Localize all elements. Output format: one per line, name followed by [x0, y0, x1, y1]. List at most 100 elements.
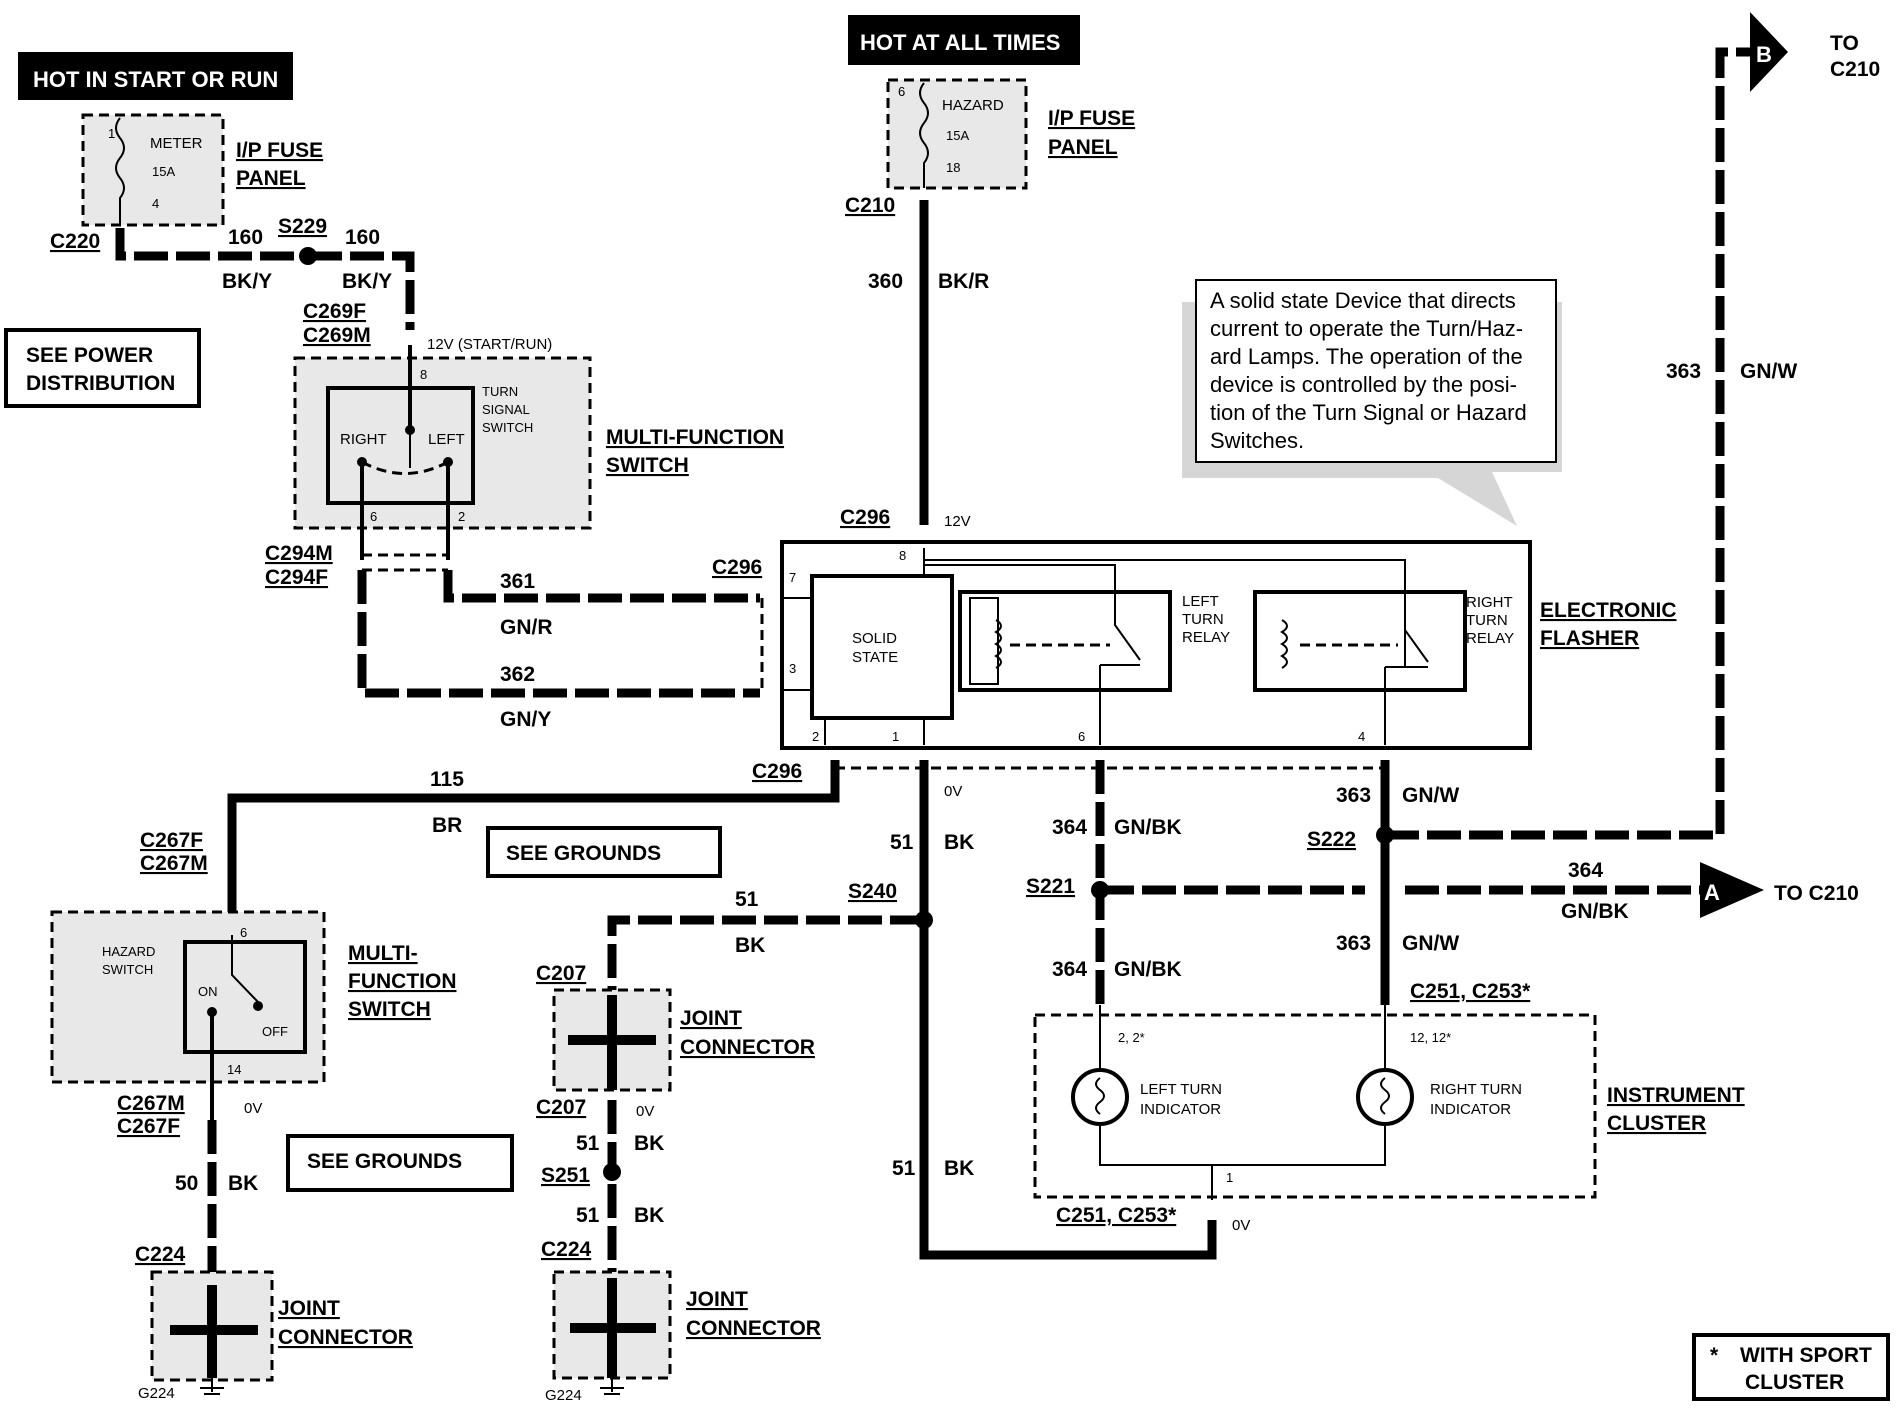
wire-160-right [308, 251, 415, 330]
hot-start-run-text: HOT IN START OR RUN [33, 67, 278, 92]
wire-51-main [919, 760, 1217, 1260]
hazard-switch-box [183, 940, 307, 1054]
right-indicator-text2: INDICATOR [1430, 1101, 1511, 1118]
mfs-bot-title1: MULTI- [348, 942, 418, 965]
gnwa-label: GN/W [1402, 784, 1459, 807]
gnr-label: GN/R [500, 616, 553, 639]
turn-sw-text3: SWITCH [482, 420, 533, 435]
s240-label: S240 [848, 880, 897, 903]
s221-label: S221 [1026, 875, 1075, 898]
hazard-fuse-name: HAZARD [942, 97, 1004, 114]
arrow-b-dest: C210 [1830, 58, 1880, 81]
arrow-b-letter: B [1756, 42, 1772, 67]
meter-fuse-name: METER [150, 135, 203, 152]
hazard-off-contact [253, 1001, 263, 1011]
hazard-pin-bottom: 18 [946, 160, 960, 175]
gny-label: GN/Y [500, 708, 551, 731]
arrow-a-letter: A [1704, 880, 1720, 905]
bkc-label: BK [944, 1157, 974, 1180]
c296a-label: C296 [712, 556, 762, 579]
c251-top-label: C251, C253* [1410, 980, 1531, 1003]
mfs-bot-title2: FUNCTION [348, 970, 457, 993]
joint-connector-c-cross [570, 1278, 656, 1378]
w363a-label: 363 [1336, 784, 1371, 807]
see-grounds-box-a[interactable] [486, 826, 722, 878]
w361-label: 361 [500, 570, 535, 593]
g224a-label: G224 [138, 1385, 175, 1402]
left-relay-text2: TURN [1182, 611, 1224, 628]
meter-pin-bottom: 4 [152, 196, 159, 211]
wire-160-left [115, 228, 308, 261]
ground-c-icon [600, 1378, 624, 1395]
note-line2: current to operate the Turn/Haz- [1210, 316, 1523, 341]
note-line1: A solid state Device that directs [1210, 288, 1516, 313]
c267m2-label: C267M [117, 1092, 185, 1115]
gnbkc-label: GN/BK [1561, 900, 1629, 923]
meter-fuse-rating: 15A [152, 164, 175, 179]
left-relay-coil [994, 619, 1002, 669]
g224b-label: G224 [545, 1387, 582, 1404]
br-label: BR [432, 814, 462, 837]
left-relay-text1: LEFT [1182, 593, 1219, 610]
see-grounds-text-b: SEE GROUNDS [307, 1150, 462, 1173]
s251-splice [603, 1163, 621, 1181]
hazard-pin-top: 6 [898, 84, 905, 99]
footnote-line2: CLUSTER [1745, 1371, 1844, 1394]
note-line6: Switches. [1210, 428, 1304, 453]
c267f2-label: C267F [117, 1115, 180, 1138]
mfs-top-title2: SWITCH [606, 454, 689, 477]
cluster-pin-right: 12, 12* [1410, 1030, 1451, 1045]
mfs-top-pin6: 6 [370, 509, 377, 524]
w51e-label: 51 [576, 1204, 600, 1227]
gnbkb-label: GN/BK [1114, 958, 1182, 981]
hazard-fuse-box [886, 78, 1028, 190]
bke-label: BK [634, 1204, 664, 1227]
flasher-pin2: 2 [812, 729, 819, 744]
mfs-top-pin2: 2 [458, 509, 465, 524]
cluster-title: INSTRUMENT [1607, 1084, 1745, 1107]
left-indicator-text2: INDICATOR [1140, 1101, 1221, 1118]
gnwb-label: GN/W [1402, 932, 1459, 955]
mfs-bot-title3: SWITCH [348, 998, 431, 1021]
s229-label: S229 [278, 215, 327, 238]
see-power-box[interactable] [4, 328, 201, 408]
cluster-title2: CLUSTER [1607, 1112, 1706, 1135]
arrow-a-text: TO C210 [1774, 882, 1859, 905]
note-box [1195, 279, 1557, 463]
s222-label: S222 [1307, 828, 1356, 851]
right-relay-coil [1280, 619, 1288, 669]
flasher-pin7: 7 [789, 570, 796, 585]
joint-c-text1: JOINT [686, 1288, 748, 1311]
flasher-pin8: 8 [899, 548, 906, 563]
w360-label: 360 [868, 270, 903, 293]
flasher-bus-right [924, 559, 1406, 668]
right-relay-text1: RIGHT [1466, 594, 1513, 611]
note-line5: tion of the Turn Signal or Hazard [1210, 400, 1527, 425]
hazard-sw-text1: HAZARD [102, 944, 155, 959]
w364c-label: 364 [1568, 859, 1603, 882]
left-indicator-text1: LEFT TURN [1140, 1081, 1222, 1098]
meter-fuse-box [81, 113, 225, 227]
hazard-fuse-element [919, 82, 929, 188]
left-relay-contact [1114, 605, 1141, 661]
joint-a-text2: CONNECTOR [278, 1326, 413, 1349]
footnote-box [1692, 1333, 1890, 1401]
wire-115 [227, 760, 840, 935]
mfs-top-pin8: 8 [420, 367, 427, 382]
w362-label: 362 [500, 663, 535, 686]
w51a-label: 51 [890, 831, 914, 854]
arrow-b-to: TO [1830, 32, 1859, 55]
turn-sw-text1: TURN [482, 384, 518, 399]
left-relay-coil-frame [969, 597, 999, 685]
v12-start-label: 12V (START/RUN) [427, 336, 552, 353]
cluster-pin1: 1 [1226, 1170, 1233, 1185]
wire-51-s240 [607, 915, 924, 990]
hazard-sw-text2: SWITCH [102, 962, 153, 977]
cluster-pin-left: 2, 2* [1118, 1030, 1145, 1045]
see-grounds-box-b[interactable] [286, 1134, 514, 1192]
c220-label: C220 [50, 230, 100, 253]
arrow-b [1750, 12, 1788, 92]
bky-b-label: BK/Y [342, 270, 392, 293]
mfs-bottom-box [50, 910, 326, 1084]
see-power-text: SEE POWER [26, 344, 153, 367]
